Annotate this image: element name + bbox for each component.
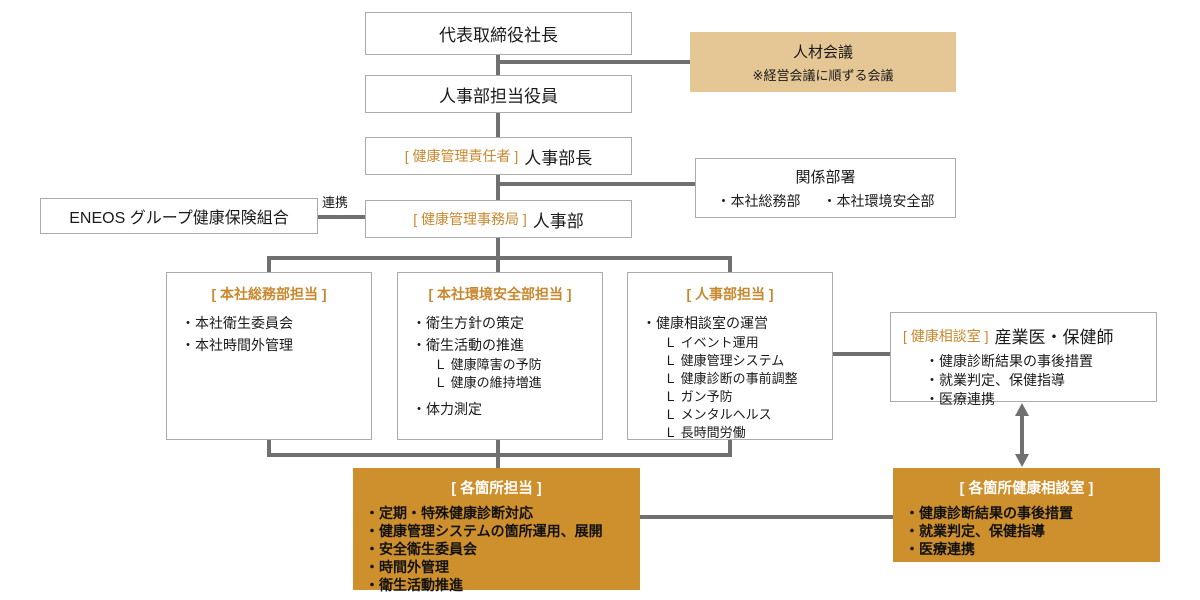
- list-subitem: Ｌ 健康診断の事前調整: [664, 371, 798, 386]
- panel-jinjibu-title: [ 人事部担当 ]: [686, 286, 774, 302]
- box-hr-officer: 人事部担当役員: [365, 75, 632, 113]
- list-item: ・医療連携: [925, 391, 995, 407]
- list-item: ・健康相談室の運営: [642, 315, 768, 331]
- list-subitem: Ｌ 長時間労働: [664, 425, 746, 440]
- connector-line: [267, 453, 732, 457]
- box-eneos-union: ENEOS グループ健康保険組合: [40, 198, 318, 234]
- panel-soumu-title: [ 本社総務部担当 ]: [211, 286, 327, 302]
- kakusho-kenkou-soudan-title: [ 各箇所健康相談室 ]: [959, 481, 1094, 497]
- jinzai-kaigi-title: 人材会議: [792, 43, 853, 61]
- panel-kakusho-kenkou-soudan: [ 各箇所健康相談室 ] ・健康診断結果の事後措置 ・就業判定、保健指導 ・医療…: [893, 468, 1160, 562]
- list-item: ・時間外管理: [365, 559, 449, 575]
- connector-line: [496, 256, 500, 273]
- connector-line: [728, 256, 732, 273]
- panel-kakusho-tanto: [ 各箇所担当 ] ・定期・特殊健康診断対応 ・健康管理システムの箇所運用、展開…: [353, 468, 640, 593]
- eneos-union-label: ENEOS グループ健康保険組合: [69, 210, 289, 227]
- connector-line: [318, 215, 366, 219]
- connector-line: [496, 440, 500, 457]
- kenkou-soudan-role: [ 健康相談室 ]: [903, 327, 989, 344]
- list-item: ・健康診断結果の事後措置: [905, 505, 1073, 521]
- connector-line: [496, 113, 500, 138]
- list-item: ・健康診断結果の事後措置: [925, 353, 1093, 369]
- list-subitem: Ｌ 健康の維持増進: [434, 375, 542, 390]
- panel-kenkou-soudan: [ 健康相談室 ] 産業医・保健師 ・健康診断結果の事後措置 ・就業判定、保健指…: [890, 312, 1157, 407]
- kakusho-tanto-title: [ 各箇所担当 ]: [451, 481, 542, 497]
- connector-line: [267, 440, 271, 457]
- panel-kankyo-anzen-title: [ 本社環境安全部担当 ]: [428, 286, 572, 302]
- panel-soumu: [ 本社総務部担当 ] ・本社衛生委員会 ・本社時間外管理: [166, 272, 372, 440]
- box-jinzai-kaigi: 人材会議 ※経営会議に順ずる会議: [690, 32, 956, 92]
- list-item: ・就業判定、保健指導: [925, 372, 1065, 388]
- list-item: ・本社時間外管理: [181, 337, 293, 353]
- list-item: ・健康管理システムの箇所運用、展開: [365, 523, 603, 539]
- connector-line: [496, 55, 500, 77]
- box-president: 代表取締役社長: [365, 12, 632, 55]
- list-item: ・衛生方針の策定: [412, 315, 524, 331]
- list-subitem: Ｌ 健康障害の予防: [434, 357, 542, 372]
- list-item: ・衛生活動の推進: [412, 337, 524, 353]
- list-subitem: Ｌ イベント運用: [664, 335, 759, 350]
- list-item: ・定期・特殊健康診断対応: [365, 505, 533, 521]
- health-manager-role: [ 健康管理責任者 ]: [404, 148, 519, 164]
- health-office-role: [ 健康管理事務局 ]: [413, 211, 527, 227]
- connector-line: [640, 515, 894, 519]
- hr-officer-label: 人事部担当役員: [439, 86, 558, 106]
- jinzai-kaigi-note: ※経営会議に順ずる会議: [752, 67, 894, 83]
- list-subitem: Ｌ メンタルヘルス: [664, 407, 772, 422]
- list-item: ・本社衛生委員会: [181, 315, 293, 331]
- renkei-label: 連携: [322, 195, 349, 210]
- related-dept-item: ・本社総務部: [716, 192, 801, 209]
- president-label: 代表取締役社長: [439, 26, 558, 45]
- connector-line: [498, 60, 692, 64]
- kenkou-soudan-label: 産業医・保健師: [994, 328, 1114, 347]
- connector-line: [496, 238, 500, 258]
- box-related-depts: 関係部署 ・本社総務部 ・本社環境安全部: [695, 158, 956, 218]
- connector-line: [496, 175, 500, 201]
- panel-kankyo-anzen: [ 本社環境安全部担当 ] ・衛生方針の策定 ・衛生活動の推進 Ｌ 健康障害の予…: [397, 272, 603, 440]
- related-dept-item: ・本社環境安全部: [822, 192, 935, 209]
- connector-line: [498, 182, 697, 186]
- list-item: ・就業判定、保健指導: [905, 523, 1045, 539]
- box-health-office: [ 健康管理事務局 ] 人事部: [365, 200, 632, 238]
- health-manager-label: 人事部長: [524, 148, 593, 168]
- list-subitem: Ｌ ガン予防: [664, 389, 733, 404]
- connector-line: [496, 457, 500, 469]
- double-arrow-icon: [1015, 403, 1029, 467]
- list-item: ・体力測定: [412, 401, 482, 417]
- connector-line: [728, 440, 732, 457]
- related-depts-title: 関係部署: [795, 168, 856, 186]
- panel-jinjibu: [ 人事部担当 ] ・健康相談室の運営 Ｌ イベント運用 Ｌ 健康管理システム …: [627, 272, 833, 440]
- list-item: ・医療連携: [905, 541, 975, 557]
- list-item: ・安全衛生委員会: [365, 541, 477, 557]
- list-subitem: Ｌ 健康管理システム: [664, 353, 785, 368]
- connector-line: [833, 352, 891, 356]
- connector-line: [267, 256, 271, 273]
- box-health-manager: [ 健康管理責任者 ] 人事部長: [365, 137, 632, 175]
- list-item: ・衛生活動推進: [365, 577, 463, 593]
- health-office-label: 人事部: [532, 211, 584, 231]
